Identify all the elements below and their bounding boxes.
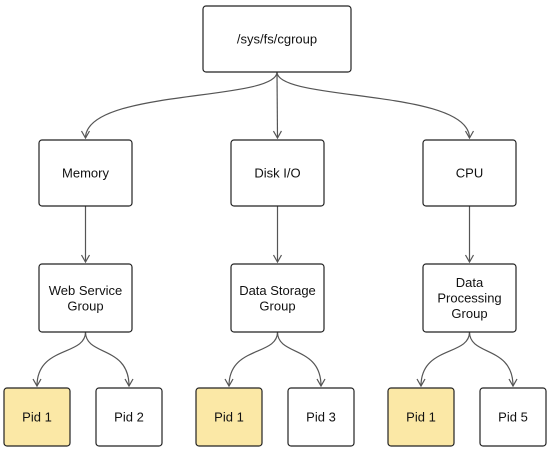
node-pid2-box: [95, 387, 163, 447]
node-pid1b: Pid 1: [195, 387, 263, 447]
node-pid1b-label-0: Pid 1: [214, 410, 244, 425]
node-pid1a-box: [3, 387, 71, 447]
node-pid3-box: [287, 387, 355, 447]
node-web-label-1: Group: [67, 298, 103, 313]
node-proc-box: [422, 263, 517, 333]
node-pid3-label-0: Pid 3: [306, 410, 336, 425]
edge-root-to-disk: [272, 71, 282, 140]
node-pid1a-label-0: Pid 1: [22, 410, 52, 425]
node-pid5: Pid 5: [479, 387, 547, 447]
edge-web-to-pid2: [84, 331, 134, 388]
edge-root-to-memory: [81, 71, 278, 140]
node-data-label-0: Data Storage: [239, 283, 316, 298]
node-cpu-label-0: CPU: [456, 166, 483, 181]
node-pid2-label-0: Pid 2: [114, 410, 144, 425]
node-pid1a: Pid 1: [3, 387, 71, 447]
node-data-box: [230, 263, 325, 333]
node-proc-label-1: Processing: [437, 291, 501, 306]
node-memory: Memory: [38, 139, 133, 207]
node-pid5-box: [479, 387, 547, 447]
edge-proc-to-pid5: [468, 331, 518, 388]
node-proc-label-2: Group: [451, 306, 487, 321]
node-disk: Disk I/O: [230, 139, 325, 207]
node-memory-label-0: Memory: [62, 166, 109, 181]
node-pid1b-box: [195, 387, 263, 447]
edge-root-to-cpu: [276, 71, 474, 140]
node-root-box: [202, 5, 352, 73]
node-pid5-label-0: Pid 5: [498, 410, 528, 425]
node-disk-label-0: Disk I/O: [254, 166, 300, 181]
edge-web-to-pid1a: [32, 331, 87, 388]
node-pid1c-label-0: Pid 1: [406, 410, 436, 425]
node-root: /sys/fs/cgroup: [202, 5, 352, 73]
node-cpu: CPU: [422, 139, 517, 207]
edge-proc-to-pid1c: [416, 331, 471, 388]
node-root-label-0: /sys/fs/cgroup: [237, 32, 317, 47]
node-cpu-box: [422, 139, 517, 207]
node-pid3: Pid 3: [287, 387, 355, 447]
node-pid1c-box: [387, 387, 455, 447]
edges-layer: [32, 71, 518, 388]
edge-data-to-pid1b: [224, 331, 279, 388]
node-data-label-1: Group: [259, 298, 295, 313]
node-pid1c: Pid 1: [387, 387, 455, 447]
node-web-box: [38, 263, 133, 333]
node-web-label-0: Web Service: [49, 283, 122, 298]
node-disk-box: [230, 139, 325, 207]
node-pid2: Pid 2: [95, 387, 163, 447]
node-memory-box: [38, 139, 133, 207]
edge-data-to-pid3: [276, 331, 326, 388]
node-proc-label-0: Data: [456, 275, 484, 290]
